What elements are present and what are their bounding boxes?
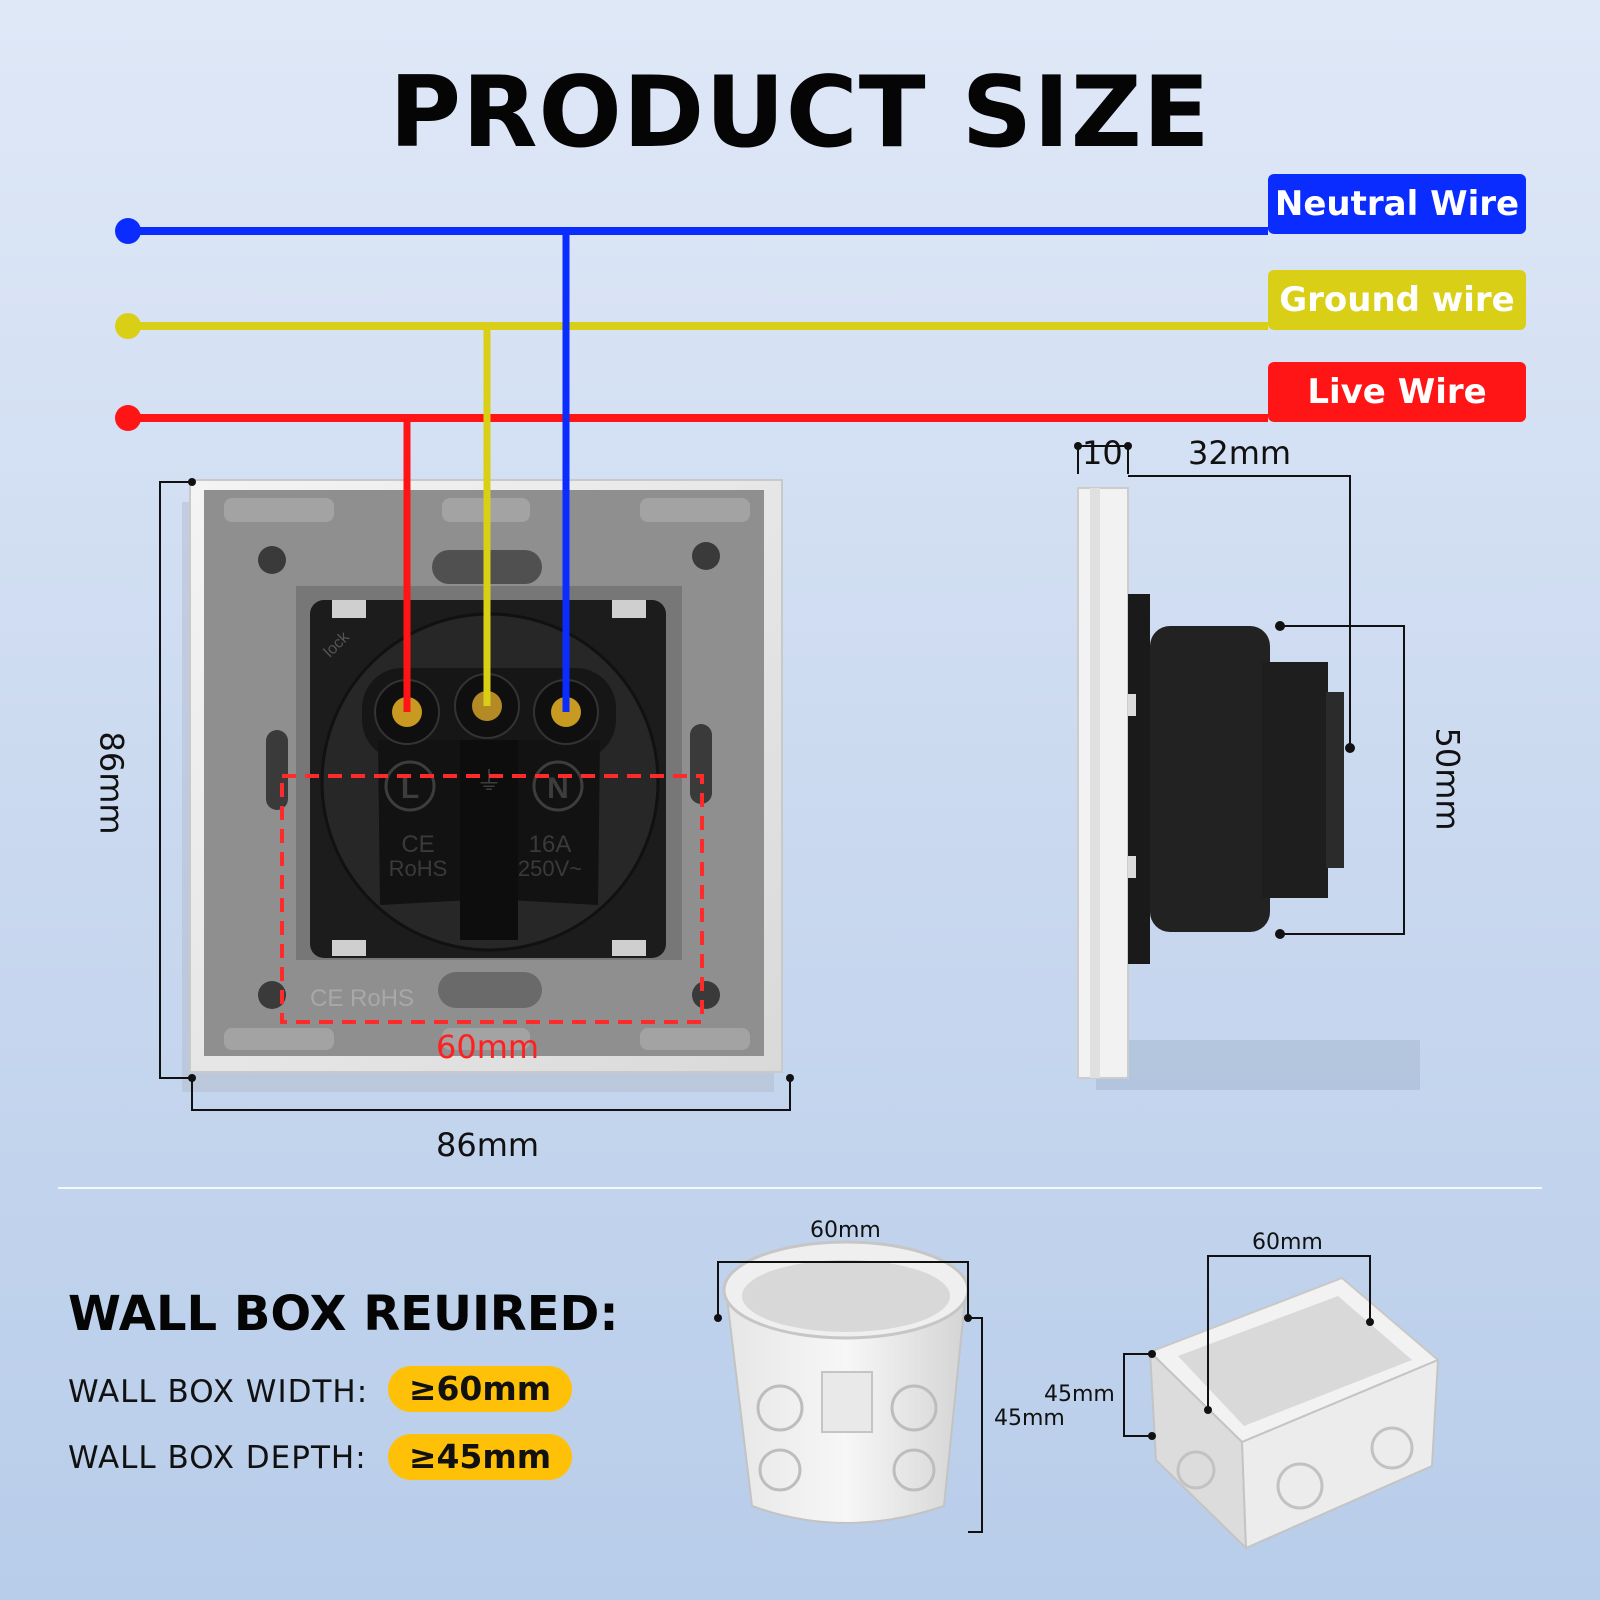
side-depth-dimension: 32mm xyxy=(1188,434,1292,472)
side-dimension-lines xyxy=(1077,445,1405,935)
live-wire-end xyxy=(115,405,141,431)
round-box-width-dimension: 60mm xyxy=(810,1218,881,1243)
marking-current: 16A xyxy=(529,831,572,858)
marking-voltage: 250V~ xyxy=(518,856,582,881)
wall-box-width-label: WALL BOX WIDTH: xyxy=(68,1374,369,1410)
socket-back-view: L ⏚ N CE RoHS 16A 250V~ lock CE RoHS xyxy=(182,479,783,1092)
marking-rohs: RoHS xyxy=(389,856,448,881)
neutral-wire-label: Neutral Wire xyxy=(1268,174,1526,234)
page-title: PRODUCT SIZE xyxy=(389,56,1211,170)
neutral-wire-end xyxy=(115,218,141,244)
marking-ce: CE xyxy=(401,831,434,858)
socket-side-view xyxy=(1077,487,1420,1090)
side-height-dimension: 50mm xyxy=(1428,727,1467,831)
ground-wire-label: Ground wire xyxy=(1268,270,1526,330)
square-box-width-dimension: 60mm xyxy=(1252,1230,1323,1255)
front-dimension-lines xyxy=(159,481,791,1111)
square-box-dimension-lines xyxy=(1123,1255,1371,1437)
square-wall-box xyxy=(1148,1276,1440,1551)
terminal-label-ground: ⏚ xyxy=(476,767,502,797)
round-box-depth-dimension: 45mm xyxy=(994,1406,1065,1431)
terminal-label-neutral: N xyxy=(547,772,569,805)
live-wire-label: Live Wire xyxy=(1268,362,1526,422)
terminal-label-live: L xyxy=(401,772,419,805)
square-box-depth-dimension: 45mm xyxy=(1044,1382,1115,1407)
round-box-dimension-lines xyxy=(717,1261,983,1533)
wiring xyxy=(115,218,1268,712)
frame-marking: CE RoHS xyxy=(310,985,414,1012)
module-width-dimension: 60mm xyxy=(436,1028,540,1066)
wall-box-width-badge: ≥60mm xyxy=(388,1366,572,1412)
front-width-dimension: 86mm xyxy=(436,1126,540,1164)
module-60mm-outline xyxy=(280,774,704,1024)
ground-wire-end xyxy=(115,313,141,339)
wall-box-depth-label: WALL BOX DEPTH: xyxy=(68,1440,367,1476)
wall-box-heading: WALL BOX REUIRED: xyxy=(68,1286,619,1342)
front-height-dimension: 86mm xyxy=(92,731,131,835)
round-wall-box xyxy=(722,1240,970,1524)
side-frame-dimension: 10 xyxy=(1082,434,1123,472)
wall-box-depth-badge: ≥45mm xyxy=(388,1434,572,1480)
